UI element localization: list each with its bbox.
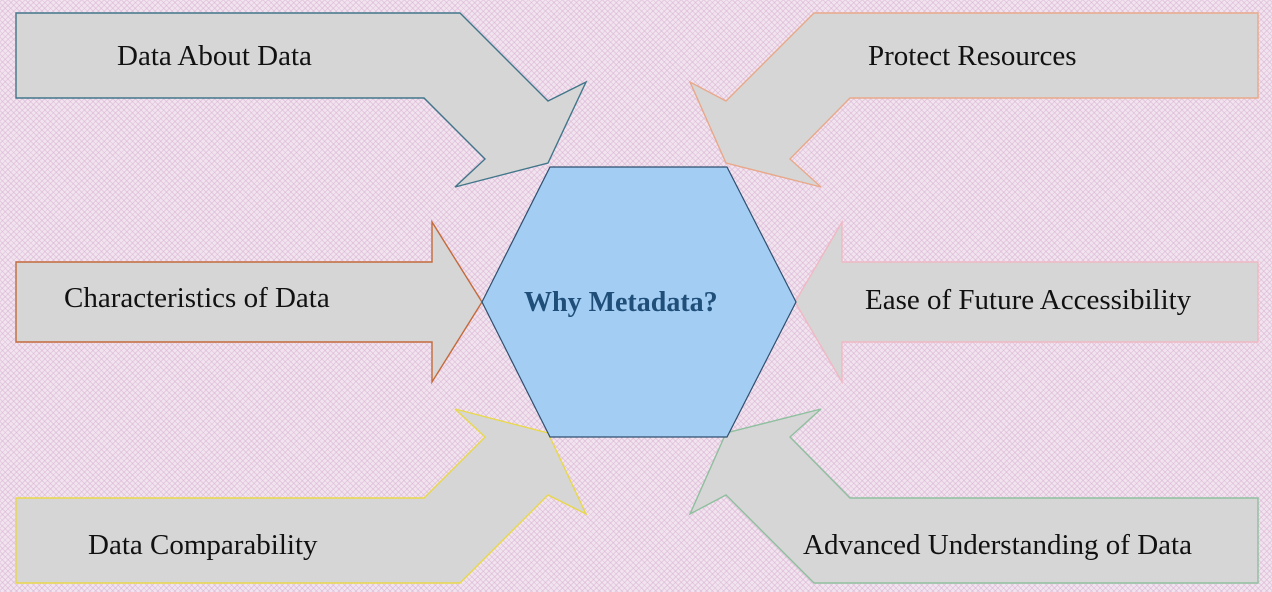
label-data-about-data: Data About Data — [117, 40, 312, 72]
arrow-advanced-understanding-of-data — [688, 408, 1259, 584]
arrow-data-comparability — [15, 408, 588, 584]
label-data-comparability: Data Comparability — [88, 529, 318, 561]
label-ease-of-future-accessibility: Ease of Future Accessibility — [865, 284, 1192, 316]
arrow-protect-resources — [688, 12, 1259, 188]
center-hexagon — [481, 166, 797, 438]
label-protect-resources: Protect Resources — [868, 40, 1077, 72]
label-advanced-understanding-of-data: Advanced Understanding of Data — [803, 529, 1192, 561]
label-characteristics-of-data: Characteristics of Data — [64, 282, 330, 314]
arrow-characteristics-of-data — [15, 219, 483, 385]
arrow-ease-of-future-accessibility — [794, 219, 1259, 385]
center-label: Why Metadata? — [524, 287, 718, 318]
arrow-data-about-data — [15, 12, 588, 188]
